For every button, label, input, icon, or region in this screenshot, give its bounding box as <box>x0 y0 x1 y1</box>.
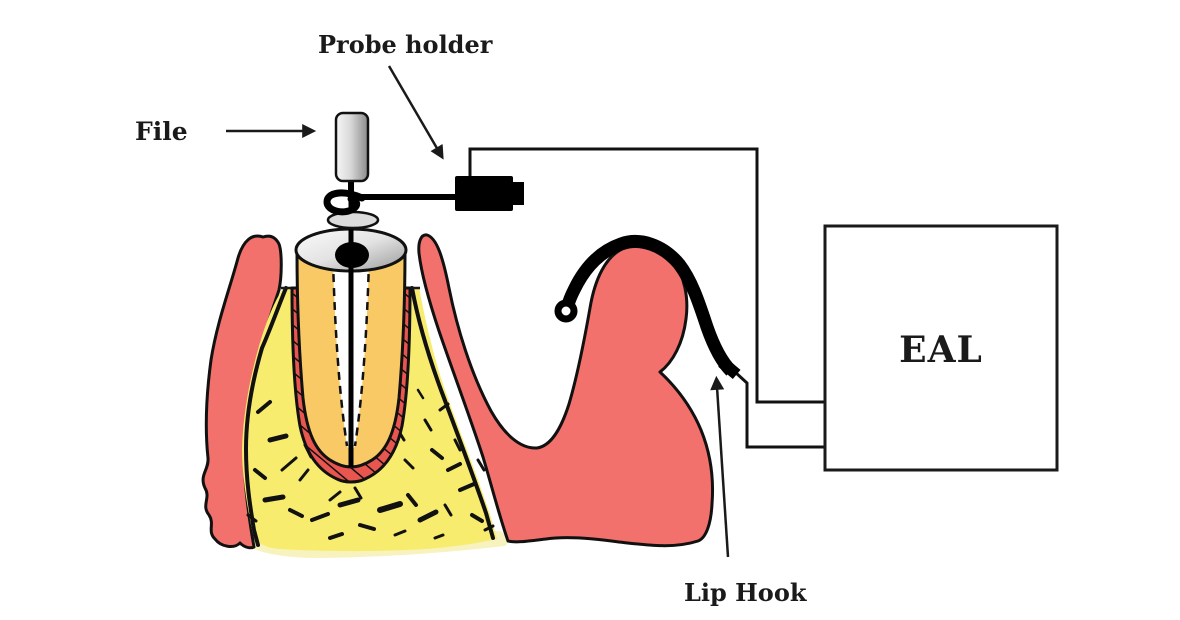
lip-hook-curl <box>554 299 578 323</box>
bone-trabeculae <box>246 388 495 540</box>
gum-and-lip-tissue <box>417 233 714 548</box>
eal-label: EAL <box>899 329 983 371</box>
probe-holder-label: Probe holder <box>318 30 493 59</box>
file-label: File <box>135 117 188 146</box>
canal-wall-dashed-left <box>331 259 349 447</box>
file-shaft <box>348 178 354 194</box>
canal-wall-dashed-right <box>353 259 371 447</box>
file-clip <box>323 189 366 216</box>
probe-holder-arrow <box>387 65 444 160</box>
lip-hook-label: Lip Hook <box>684 578 808 607</box>
eal-box <box>823 224 1059 472</box>
lip-hook-wire <box>733 370 824 449</box>
lip-hook-arrow <box>710 375 730 558</box>
probe-holder <box>455 176 524 211</box>
file-handle <box>334 111 370 183</box>
lip-hook <box>561 235 736 376</box>
probe-wire <box>468 147 824 404</box>
bone-gum-boundary-left <box>243 286 288 547</box>
bone-gum-boundary-right <box>410 286 495 540</box>
